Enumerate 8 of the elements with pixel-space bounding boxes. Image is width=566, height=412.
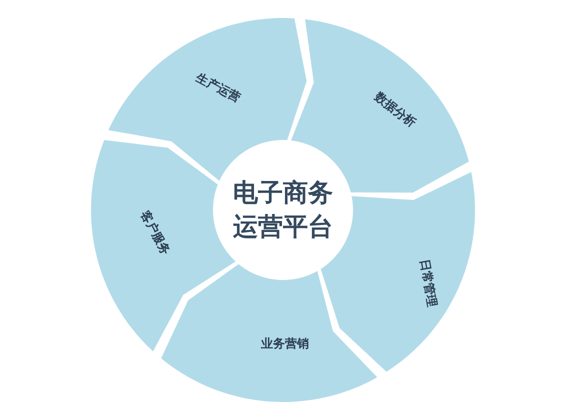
segment-label: 业务营销 — [261, 336, 309, 352]
arc-segment — [161, 264, 378, 402]
center-title: 电子商务运营平台 — [228, 176, 338, 244]
segment-label: 日常管理 — [416, 258, 441, 308]
segment-label: 客户服务 — [137, 208, 174, 258]
arc-segment — [108, 18, 307, 181]
segment-label: 数据分析 — [371, 88, 420, 132]
segment-label: 生产运营 — [192, 69, 244, 107]
